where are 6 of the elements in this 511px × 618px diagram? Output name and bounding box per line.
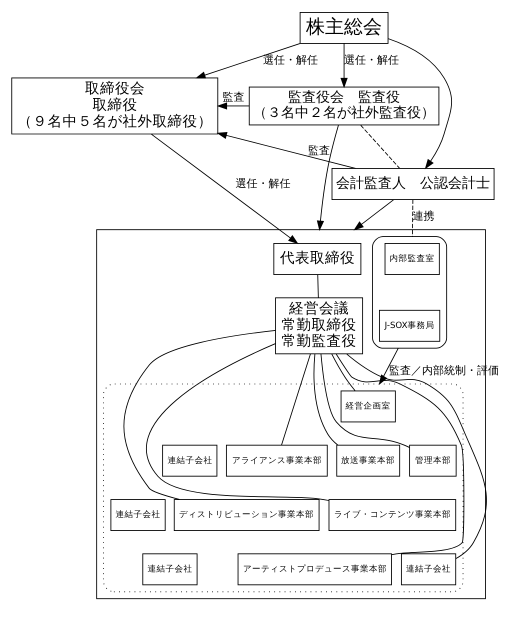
edge-label: 選任・解任 xyxy=(344,54,400,67)
edge-label: 監査 xyxy=(222,90,245,104)
edge-label: 選任・解任 xyxy=(263,54,318,67)
edge-label: 監査 xyxy=(308,144,330,158)
edge-label: 連携 xyxy=(412,210,434,223)
edge-label: 選任・解任 xyxy=(236,176,291,190)
